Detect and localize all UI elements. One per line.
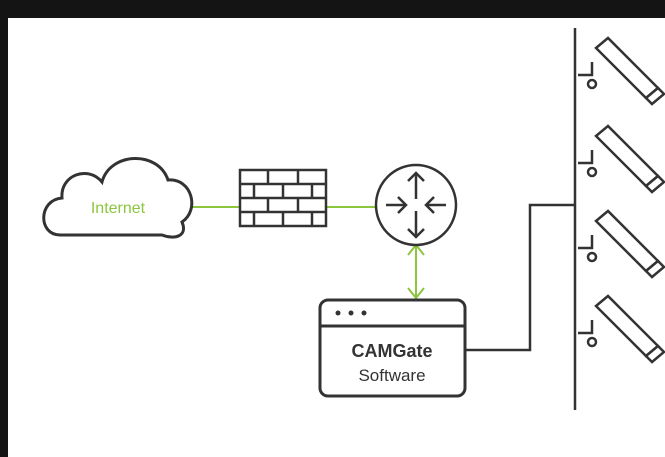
camera-bus [465,28,577,410]
camera-icon [578,124,665,194]
window-dot [348,310,354,316]
window-dot [361,310,367,316]
camgate-software-window: CAMGate Software [318,298,467,398]
internet-cloud: Internet [42,157,194,239]
cloud-icon [42,157,194,239]
software-subtitle: Software [358,366,425,385]
camera-icon [578,209,665,279]
firewall-icon [238,168,328,228]
camera-icon [578,294,665,364]
link-router-software [407,243,425,300]
software-title: CAMGate [351,341,432,361]
router-icon [374,163,458,247]
window-dot [335,310,341,316]
camera-icon [578,36,665,106]
internet-label: Internet [91,200,146,217]
